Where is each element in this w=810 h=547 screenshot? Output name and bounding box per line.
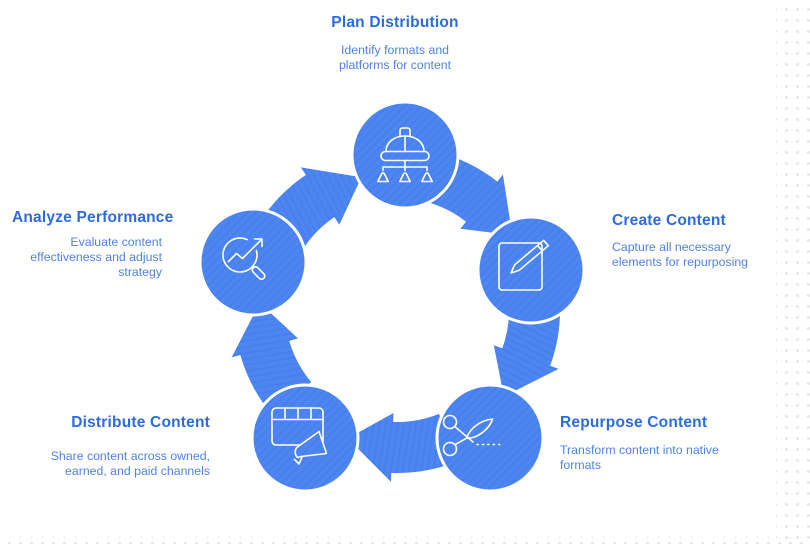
stage-node-repurpose-content bbox=[435, 383, 545, 493]
stage-description: Evaluate content effectiveness and adjus… bbox=[30, 235, 162, 279]
stage-title: Plan Distribution bbox=[331, 14, 459, 31]
stage-label-analyze-performance: Analyze Performance Evaluate content eff… bbox=[12, 209, 174, 280]
stage-node-create-content bbox=[476, 215, 586, 325]
stage-node-distribute-content bbox=[250, 383, 360, 493]
stage-description: Identify formats and platforms for conte… bbox=[338, 43, 452, 72]
stage-title: Analyze Performance bbox=[12, 209, 174, 226]
hard-hat-plan-icon bbox=[377, 127, 433, 183]
stage-label-repurpose-content: Repurpose Content Transform content into… bbox=[560, 414, 770, 473]
stage-label-create-content: Create Content Capture all necessary ele… bbox=[612, 212, 802, 270]
stage-label-plan-distribution: Plan Distribution Identify formats and p… bbox=[285, 14, 505, 73]
dot-pattern-right bbox=[776, 0, 810, 547]
stage-description: Share content across owned, earned, and … bbox=[50, 449, 210, 478]
stage-description: Transform content into native formats bbox=[560, 443, 719, 472]
stage-title: Create Content bbox=[612, 212, 726, 229]
stage-title: Repurpose Content bbox=[560, 414, 708, 431]
calendar-megaphone-icon bbox=[271, 407, 328, 465]
stage-label-distribute-content: Distribute Content Share content across … bbox=[38, 414, 210, 479]
stage-title: Distribute Content bbox=[71, 414, 210, 431]
stage-description: Capture all necessary elements for repur… bbox=[612, 240, 749, 269]
pencil-note-icon bbox=[498, 239, 550, 291]
dot-pattern-bottom bbox=[0, 537, 810, 544]
magnifier-trend-icon bbox=[222, 237, 266, 281]
stage-node-analyze-performance bbox=[198, 207, 308, 317]
stage-node-plan-distribution bbox=[350, 100, 460, 210]
scissors-cut-icon bbox=[442, 414, 501, 457]
